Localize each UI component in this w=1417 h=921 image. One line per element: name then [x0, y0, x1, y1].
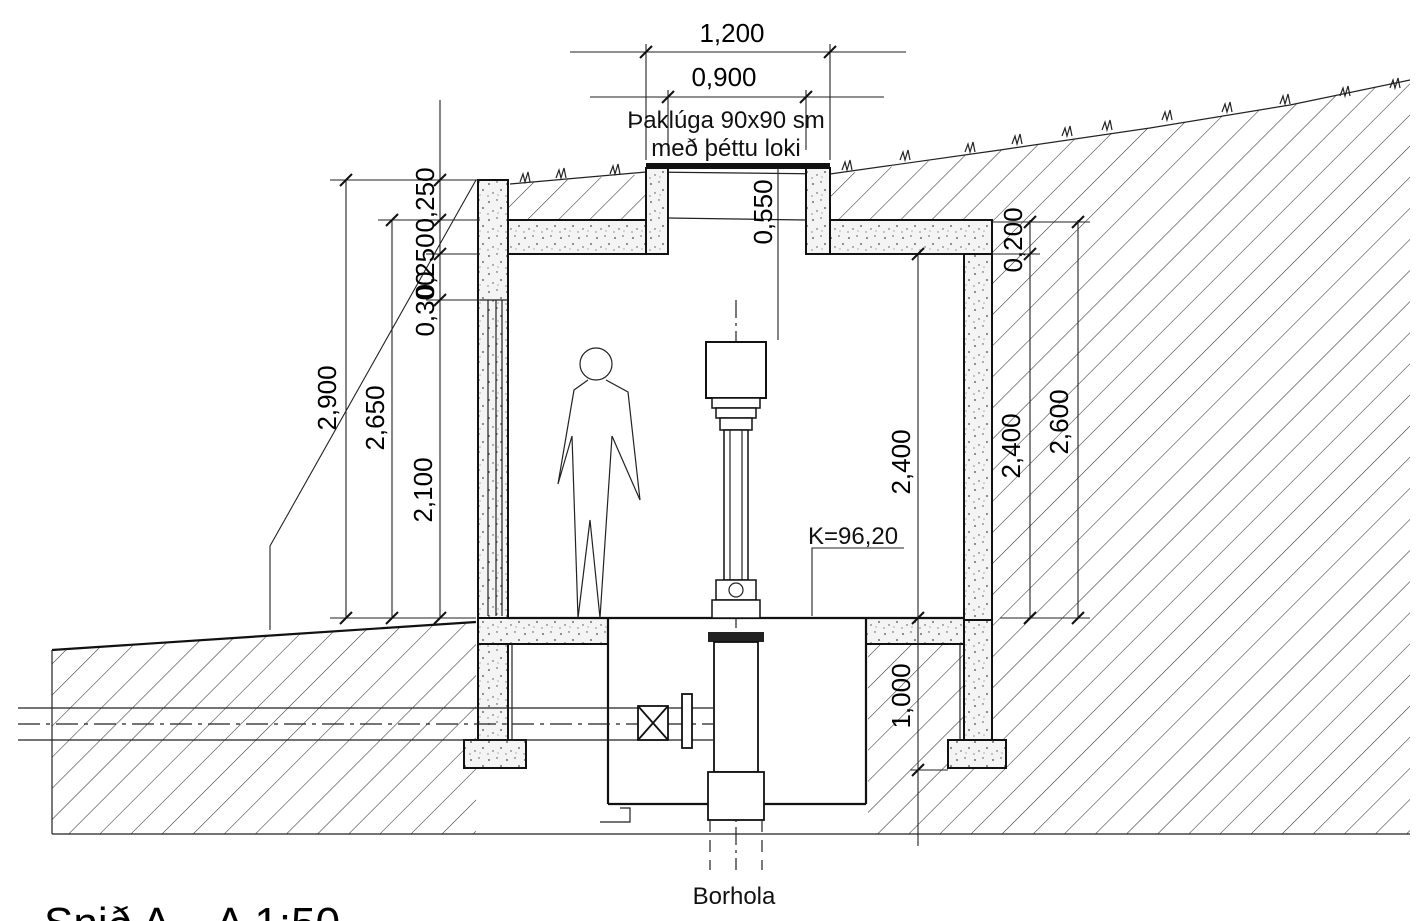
dim-beam: 0,300	[410, 271, 440, 336]
dim-hatch-width: 0,900	[691, 62, 756, 92]
ground-line	[51, 620, 477, 652]
dim-pit-depth: 1,000	[886, 663, 916, 728]
dim-hatch-depth: 0,550	[748, 179, 778, 244]
concrete-structure	[463, 167, 1007, 806]
well-pipe	[18, 632, 765, 870]
dim-total-height: 2,900	[312, 365, 342, 430]
borehole-label: Borhola	[693, 883, 776, 910]
dim-roof-slab: 0,250	[410, 233, 440, 298]
dim-roof-above: 0,250	[410, 167, 440, 232]
level-label: K=96,20	[808, 523, 898, 550]
person-figure	[557, 347, 641, 619]
dim-door-height: 2,100	[408, 457, 438, 522]
grass-tufts	[519, 77, 1401, 185]
hatch-label-line2: með þéttu loki	[651, 135, 800, 162]
dimension-lines	[269, 44, 1090, 846]
hatch-lid	[646, 163, 830, 169]
dim-top-width: 1,200	[699, 18, 764, 48]
dim-right-2400: 2,400	[996, 413, 1026, 478]
hatch-label: Þaklúga 90x90 sm	[627, 107, 824, 134]
section-title: Snið A – A 1:50	[44, 899, 340, 921]
dimension-ticks	[339, 45, 1085, 777]
door	[480, 299, 508, 616]
dim-right-top: 0,200	[998, 207, 1028, 272]
valve-icon	[637, 705, 669, 741]
dim-room-height: 2,400	[886, 429, 916, 494]
dim-height-2650: 2,650	[360, 385, 390, 450]
dim-right-2600: 2,600	[1044, 389, 1074, 454]
